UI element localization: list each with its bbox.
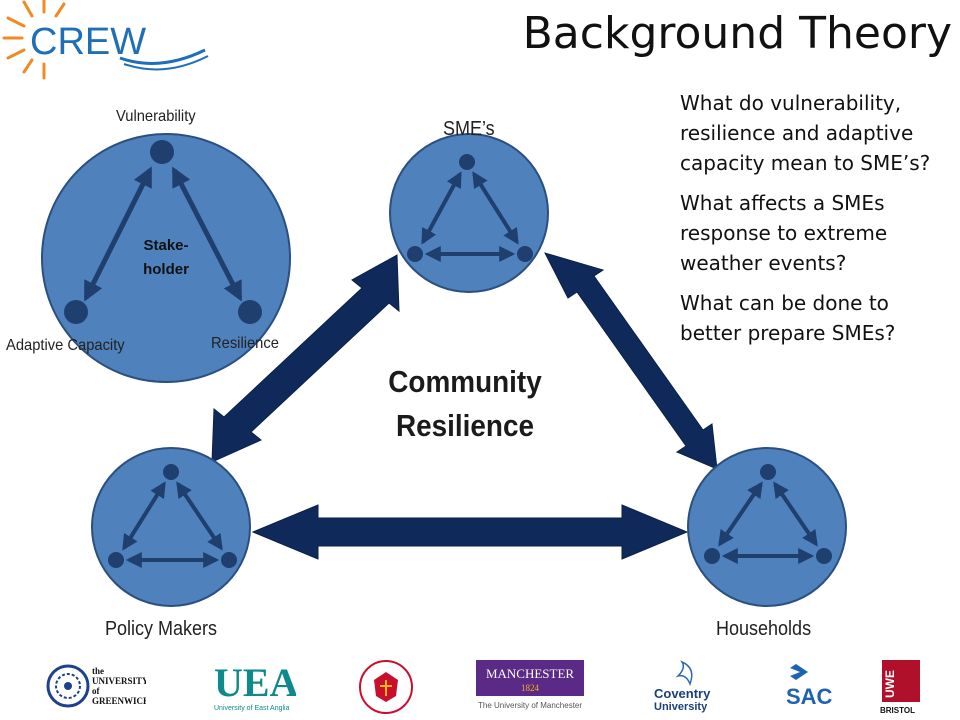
sac-logo-text: SAC <box>786 684 833 709</box>
sun-rays-icon <box>2 0 66 80</box>
coventry-logo-text: University <box>654 701 708 713</box>
coventry-logo-text: Coventry <box>654 686 711 701</box>
community-resilience-label: Community Resilience <box>362 360 569 448</box>
arrow-policy-households <box>251 504 689 560</box>
stakeholder-line: holder <box>143 261 189 278</box>
uwe-logo: UWE BRISTOL <box>880 660 920 715</box>
question-item: What can be done to better prepare SMEs? <box>680 291 896 345</box>
manchester-logo-name: MANCHESTER <box>486 666 574 681</box>
manchester-logo-sub: The University of Manchester <box>478 701 582 710</box>
questions-list: What do vulnerability, resilience and ad… <box>680 88 952 358</box>
uea-logo-mark: UEA <box>214 660 296 705</box>
uwe-logo-mark: UWE <box>883 670 897 698</box>
central-line: Community <box>388 364 542 399</box>
sme-label: SME’s <box>443 118 495 140</box>
greenwich-logo-text: GREENWICH <box>92 696 146 706</box>
households-circle <box>687 447 847 607</box>
central-line: Resilience <box>395 408 535 443</box>
sme-circle <box>389 133 549 293</box>
crew-logo: CREW <box>2 0 209 80</box>
adaptive-capacity-label: Adaptive Capacity <box>6 337 125 354</box>
manchester-logo: MANCHESTER 1824 The University of Manche… <box>476 660 584 710</box>
vulnerability-label: Vulnerability <box>116 108 196 125</box>
question-item: What do vulnerability, resilience and ad… <box>680 91 931 175</box>
households-label: Households <box>716 618 812 640</box>
coventry-logo: Coventry University <box>654 660 711 713</box>
manchester-logo-year: 1824 <box>521 683 540 693</box>
resilience-label: Resilience <box>211 335 279 352</box>
page-title: Background Theory <box>522 8 952 59</box>
stakeholder-center-label: Stake- holder <box>126 234 206 282</box>
greenwich-logo-text: UNIVERSITY <box>92 676 146 686</box>
policy-makers-label: Policy Makers <box>105 618 218 640</box>
uea-logo-sub: University of East Anglia <box>214 705 290 712</box>
stakeholder-circle <box>41 133 291 383</box>
partner-logos: the UNIVERSITY of GREENWICH UEA Universi… <box>0 650 960 720</box>
sac-logo: SAC <box>786 664 833 709</box>
policy-makers-circle <box>91 447 251 607</box>
stakeholder-line: Stake- <box>143 237 189 254</box>
uwe-logo-sub: BRISTOL <box>880 706 915 715</box>
salford-logo <box>359 660 413 714</box>
greenwich-logo-text: the <box>92 666 104 676</box>
crew-wordmark: CREW <box>30 21 146 63</box>
uea-logo: UEA University of East Anglia <box>214 660 296 712</box>
question-item: What affects a SMEs response to extreme … <box>680 191 888 275</box>
greenwich-logo-text: of <box>92 686 101 696</box>
greenwich-logo: the UNIVERSITY of GREENWICH <box>46 664 146 708</box>
